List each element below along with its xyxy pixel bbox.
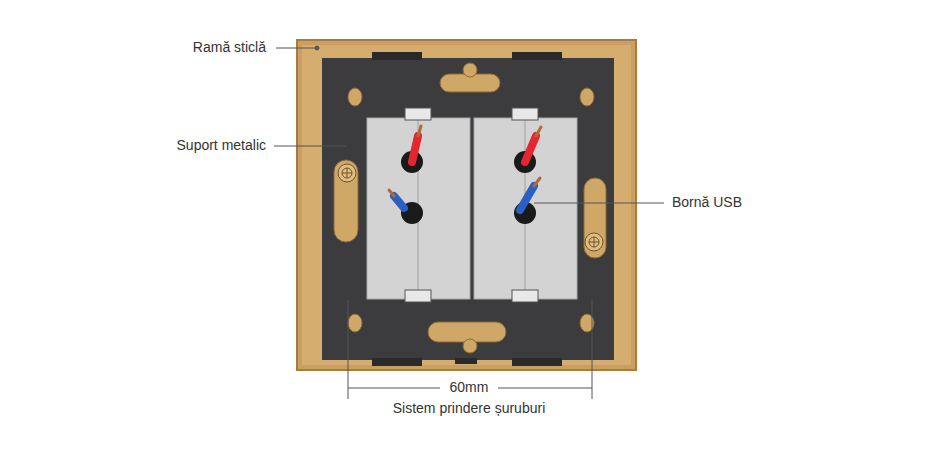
frame-inner [302,45,631,365]
metal-support [322,58,614,360]
plate-cutouts [334,63,606,353]
leader-lines [274,46,664,399]
part-label: Sistem prindere șuruburi [391,400,548,417]
part-label: Bornă USB [670,194,744,211]
dimension-label: 60mm [448,379,491,396]
wires [389,126,541,210]
socket-modules [367,108,577,302]
part-label: Ramă sticlă [191,39,268,56]
part-label: Suport metalic [175,137,268,154]
usb-terminals [401,151,536,224]
